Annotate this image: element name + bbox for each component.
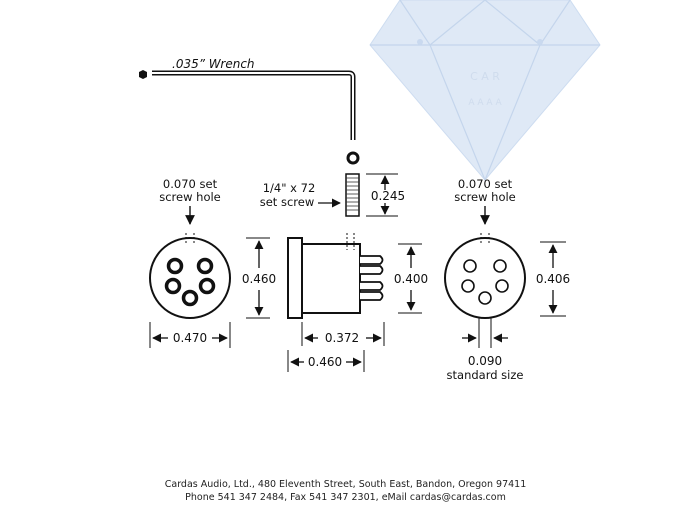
set-screw [345, 173, 360, 217]
side-total-dim: 0.460 [308, 355, 342, 369]
washer-ring [346, 151, 360, 165]
left-connector-face [149, 233, 231, 319]
watermark-diamond-logo: C A R A A A A [369, 0, 601, 182]
side-height-dim: 0.400 [394, 272, 428, 286]
left-width-dim: 0.470 [173, 331, 207, 345]
footer-address: Cardas Audio, Ltd., 480 Eleventh Street,… [164, 479, 527, 490]
wrench-label: .035” Wrench [172, 57, 255, 71]
connector-side-view [287, 233, 384, 319]
right-screw-hole-note-line2: screw hole [454, 190, 516, 204]
right-screw-hole-note-line1: 0.070 set [458, 177, 513, 191]
pin-size-note: standard size [447, 368, 524, 382]
right-connector-face [444, 233, 526, 319]
left-screw-hole-note-line1: 0.070 set [163, 177, 218, 191]
hex-wrench [139, 70, 356, 140]
footer-contact: Phone 541 347 2484, Fax 541 347 2301, eM… [185, 492, 506, 503]
left-screw-hole-note-line2: screw hole [159, 190, 221, 204]
set-screw-label: set screw [260, 195, 315, 209]
svg-text:C A R: C A R [470, 70, 500, 83]
right-height-dim: 0.406 [536, 272, 570, 286]
set-screw-size-label: 1/4" x 72 [263, 181, 316, 195]
svg-text:A A A A: A A A A [468, 98, 502, 108]
side-body-dim: 0.372 [325, 331, 359, 345]
screw-height-dim: 0.245 [371, 189, 405, 203]
left-height-dim: 0.460 [242, 272, 276, 286]
pin-size-dim: 0.090 [468, 354, 502, 368]
